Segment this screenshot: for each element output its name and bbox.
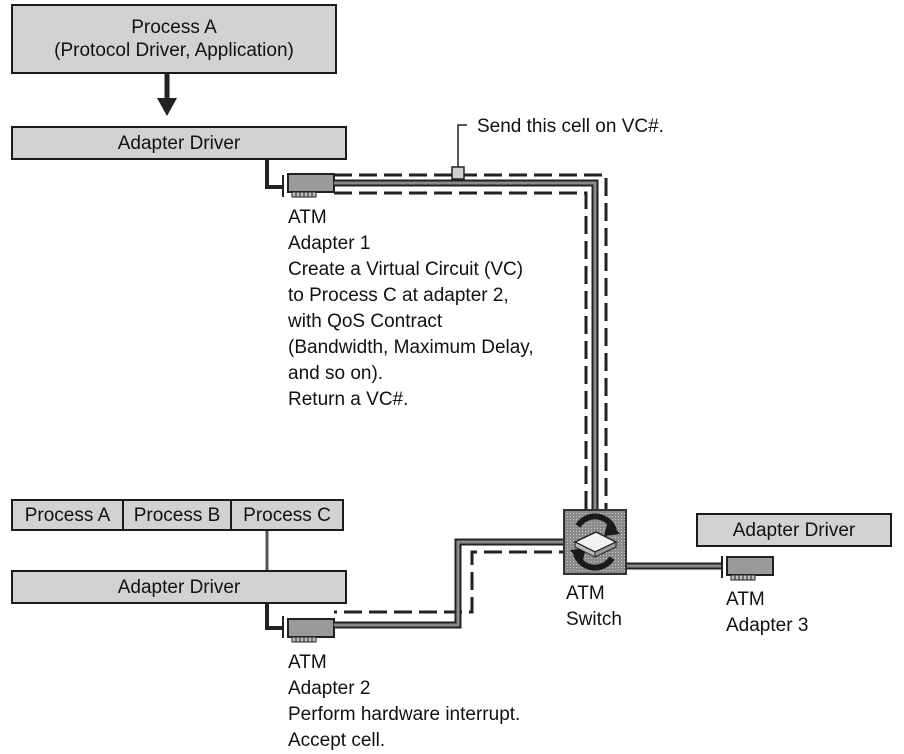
send-cell-note: Send this cell on VC#. (477, 116, 664, 137)
adapter-driver-1-box: Adapter Driver (11, 126, 347, 160)
adapter-2-line: Accept cell. (288, 730, 386, 751)
cable-adapter1-switch (334, 179, 599, 522)
adapter-1-line: and so on). (288, 363, 384, 384)
cable-adapter2-switch (334, 538, 566, 629)
process-row-a: Process A (11, 499, 124, 531)
process-a-title: Process A (131, 17, 217, 38)
process-row-c: Process C (230, 499, 344, 531)
adapter-1-description: ATM Adapter 1 Create a Virtual Circuit (… (288, 205, 534, 413)
cell-square-icon (451, 166, 465, 180)
adapter-3-label-line: ATM (726, 589, 765, 610)
process-row-b: Process B (122, 499, 232, 531)
send-note-callout (457, 124, 467, 167)
adapter-1-line: ATM (288, 207, 327, 228)
adapter-driver-2-box: Adapter Driver (11, 570, 347, 604)
adapter-2-line: ATM (288, 652, 327, 673)
atm-adapter-3-card-icon (721, 556, 774, 581)
adapter-1-line: to Process C at adapter 2, (288, 285, 509, 306)
switch-label-line: ATM (566, 583, 605, 604)
atm-adapter-2-card-icon (265, 602, 335, 643)
adapter-1-line: Return a VC#. (288, 389, 409, 410)
atm-adapter-3-label: ATM Adapter 3 (726, 587, 808, 639)
adapter-1-line: Adapter 1 (288, 233, 371, 254)
adapter-1-line: with QoS Contract (288, 311, 443, 332)
atm-switch-icon (563, 509, 627, 575)
atm-switch-label: ATM Switch (566, 581, 622, 633)
adapter-2-line: Perform hardware interrupt. (288, 704, 521, 725)
atm-adapter-1-card-icon (265, 160, 335, 198)
switch-label-line: Switch (566, 609, 622, 630)
adapter-3-label-line: Adapter 3 (726, 615, 809, 636)
virtual-circuit-path (334, 173, 608, 614)
down-arrow-icon (157, 74, 177, 116)
adapter-2-line: Adapter 2 (288, 678, 371, 699)
adapter-driver-3-box: Adapter Driver (696, 513, 892, 547)
adapter-1-line: (Bandwidth, Maximum Delay, (288, 337, 534, 358)
adapter-2-description: ATM Adapter 2 Perform hardware interrupt… (288, 650, 520, 754)
process-a-top-box: Process A (Protocol Driver, Application) (11, 4, 337, 74)
process-a-subtitle: (Protocol Driver, Application) (54, 40, 294, 61)
adapter-1-line: Create a Virtual Circuit (VC) (288, 259, 524, 280)
